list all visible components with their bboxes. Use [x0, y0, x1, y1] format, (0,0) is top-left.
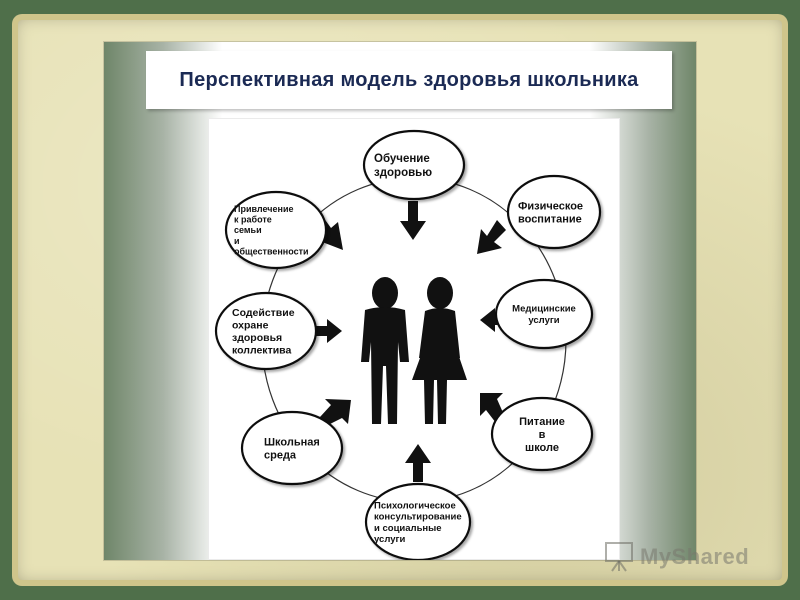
female-figure-icon: [412, 277, 467, 424]
node-label-line: среда: [264, 449, 297, 461]
node-ellipse: [506, 174, 602, 250]
node-label-line: воспитание: [518, 213, 582, 225]
node-label-line: Школьная: [264, 436, 320, 448]
node-ellipse: [224, 190, 328, 270]
watermark-text: MyShared: [640, 544, 750, 569]
diagram-svg: Обучение здоровьюФизическоевоспитаниеМеди…: [214, 129, 602, 562]
node-label-line: услуги: [374, 534, 405, 545]
node-label-line: к работе: [234, 215, 272, 225]
node-ellipse: [240, 410, 344, 486]
node-label-line: Питание: [519, 416, 565, 428]
slide-title: Перспективная модель здоровья школьника: [179, 68, 639, 91]
node-label-line: и: [234, 236, 240, 246]
arrow-from-sodeystvie: [313, 319, 342, 343]
node-label-line: охране: [232, 319, 269, 331]
male-figure-icon: [361, 277, 409, 424]
arrow-from-medicinskie: [480, 308, 508, 332]
node-label-line: школе: [525, 442, 559, 454]
arrow-from-shkolnaya: [320, 399, 351, 425]
node-label-line: Привлечение: [234, 204, 294, 214]
node-ellipse: [214, 291, 318, 371]
arrow-from-obuchenie: [400, 201, 426, 240]
node-label-line: Обучение: [374, 153, 430, 165]
node-label-line: Содействие: [232, 307, 295, 319]
arrow-from-psihologicheskoe: [405, 444, 431, 482]
presentation-board-icon: [605, 542, 633, 572]
node-label-line: здоровья: [232, 332, 282, 344]
node-label-line: услуги: [528, 315, 559, 326]
nodes-layer: Обучение здоровьюФизическоевоспитаниеМеди…: [214, 129, 602, 562]
arrow-from-fizicheskoe: [477, 220, 506, 254]
node-label-line: здоровью: [374, 167, 432, 179]
node-label-line: консультирование: [374, 512, 462, 523]
node-ellipse: [494, 278, 594, 350]
node-label-line: в: [539, 429, 546, 441]
node-label-line: и социальные: [374, 523, 442, 534]
node-label-line: Медицинские: [512, 304, 576, 315]
node-label-line: коллектива: [232, 344, 291, 356]
node-ellipse: [362, 129, 466, 201]
watermark: MyShared: [604, 536, 774, 578]
node-label-line: Физическое: [518, 200, 583, 212]
node-obuchenie: Обучение здоровью: [362, 129, 466, 201]
node-label-line: семьи: [234, 225, 262, 235]
title-box: Перспективная модель здоровья школьника: [146, 51, 672, 109]
node-ellipse: [490, 396, 594, 472]
node-label-line: Психологическое: [374, 501, 456, 512]
node-label-line: общественности: [234, 246, 309, 256]
